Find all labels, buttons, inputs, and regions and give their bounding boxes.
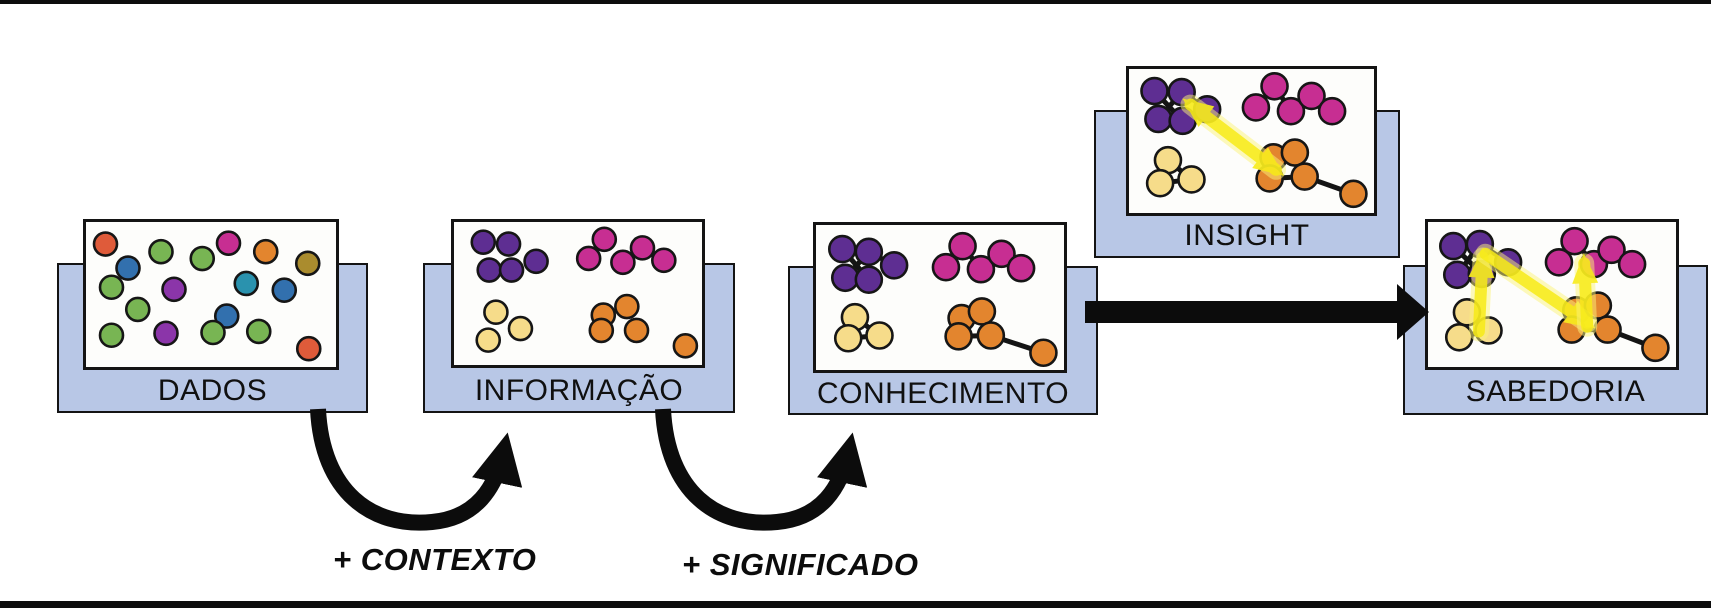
- sabedoria-dot-cluster: [1438, 226, 1670, 363]
- stage-insight-label: INSIGHT: [1184, 219, 1310, 252]
- arrow-dados-to-informacao: [310, 408, 523, 531]
- arrow-informacao-to-conhecimento: [655, 408, 868, 531]
- arrow-conhecimento-to-sabedoria: [1085, 284, 1429, 340]
- informacao-dot-cluster: [470, 226, 699, 359]
- stage-dados-label: DADOS: [157, 374, 268, 407]
- stage-informacao-label: INFORMAÇÃO: [474, 374, 684, 407]
- stage-informacao-panel: [451, 219, 705, 368]
- stage-insight-panel: [1126, 66, 1377, 216]
- scan-edge-top: [0, 0, 1711, 4]
- stage-sabedoria-label: SABEDORIA: [1465, 375, 1646, 408]
- conhecimento-dot-cluster: [827, 231, 1058, 368]
- stage-sabedoria-panel: [1425, 219, 1679, 370]
- stage-dados-panel: [83, 219, 339, 370]
- dados-dot-cluster: [92, 230, 322, 362]
- insight-dot-cluster: [1140, 71, 1368, 209]
- stage-conhecimento-panel: [813, 222, 1067, 373]
- scan-edge-bottom: [0, 601, 1711, 608]
- stage-conhecimento-label: CONHECIMENTO: [816, 377, 1070, 410]
- transition-significado-label: + SIGNIFICADO: [682, 547, 919, 582]
- transition-contexto-label: + CONTEXTO: [333, 542, 537, 577]
